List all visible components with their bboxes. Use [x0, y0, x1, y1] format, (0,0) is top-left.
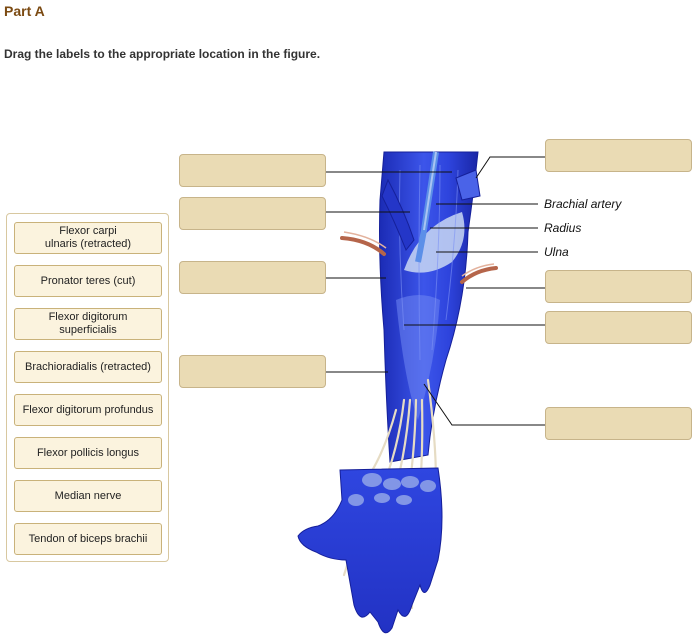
superficialis-sheen: [396, 295, 440, 420]
label-text: Tendon of biceps brachii: [28, 532, 148, 545]
biceps-tendon-stump: [455, 169, 481, 201]
drop-target-7[interactable]: [545, 311, 692, 344]
retractor-left-2: [343, 231, 387, 249]
label-tendon-of-biceps-brachii[interactable]: Tendon of biceps brachii: [14, 523, 162, 555]
label-text: Brachioradialis (retracted): [25, 360, 151, 373]
leader-line-5: [475, 156, 545, 179]
label-text: Flexor pollicis longus: [36, 446, 140, 459]
drop-target-1[interactable]: [179, 154, 326, 187]
label-text: Flexor digitorum: [48, 311, 128, 323]
label-text: Pronator teres (cut): [40, 274, 136, 287]
label-flexor-pollicis-longus[interactable]: Flexor pollicis longus: [14, 437, 162, 469]
label-text: Median nerve: [54, 489, 122, 502]
label-text: superficialis: [59, 324, 117, 336]
drop-target-2[interactable]: [179, 197, 326, 230]
label-text: Flexor digitorum profundus: [22, 403, 154, 416]
label-median-nerve[interactable]: Median nerve: [14, 480, 162, 512]
hand-bones: [348, 473, 436, 506]
drop-target-8[interactable]: [545, 407, 692, 440]
drop-target-3[interactable]: [179, 261, 326, 294]
leader-lines: [326, 156, 545, 426]
instruction-text: Drag the labels to the appropriate locat…: [4, 47, 321, 61]
retractor-left: [340, 236, 386, 256]
label-text: ulnaris (retracted): [44, 238, 132, 250]
hand: [297, 467, 443, 634]
fixed-label-ulna: Ulna: [544, 245, 569, 259]
retractor-right: [460, 266, 498, 284]
drop-target-4[interactable]: [179, 355, 326, 388]
label-pronator-teres[interactable]: Pronator teres (cut): [14, 265, 162, 297]
fixed-label-brachial-artery: Brachial artery: [544, 197, 622, 211]
part-title: Part A: [4, 3, 45, 19]
retractor-right-2: [461, 263, 495, 277]
drop-target-6[interactable]: [545, 270, 692, 303]
retracted-brachioradialis: [381, 178, 415, 251]
drop-target-5[interactable]: [545, 139, 692, 172]
label-flexor-digitorum-profundus[interactable]: Flexor digitorum profundus: [14, 394, 162, 426]
label-text: Flexor carpi: [59, 225, 117, 237]
fixed-label-radius: Radius: [544, 221, 582, 235]
label-brachioradialis[interactable]: Brachioradialis (retracted): [14, 351, 162, 383]
leader-line-8: [423, 383, 545, 426]
brachial-artery-highlight: [423, 151, 437, 231]
